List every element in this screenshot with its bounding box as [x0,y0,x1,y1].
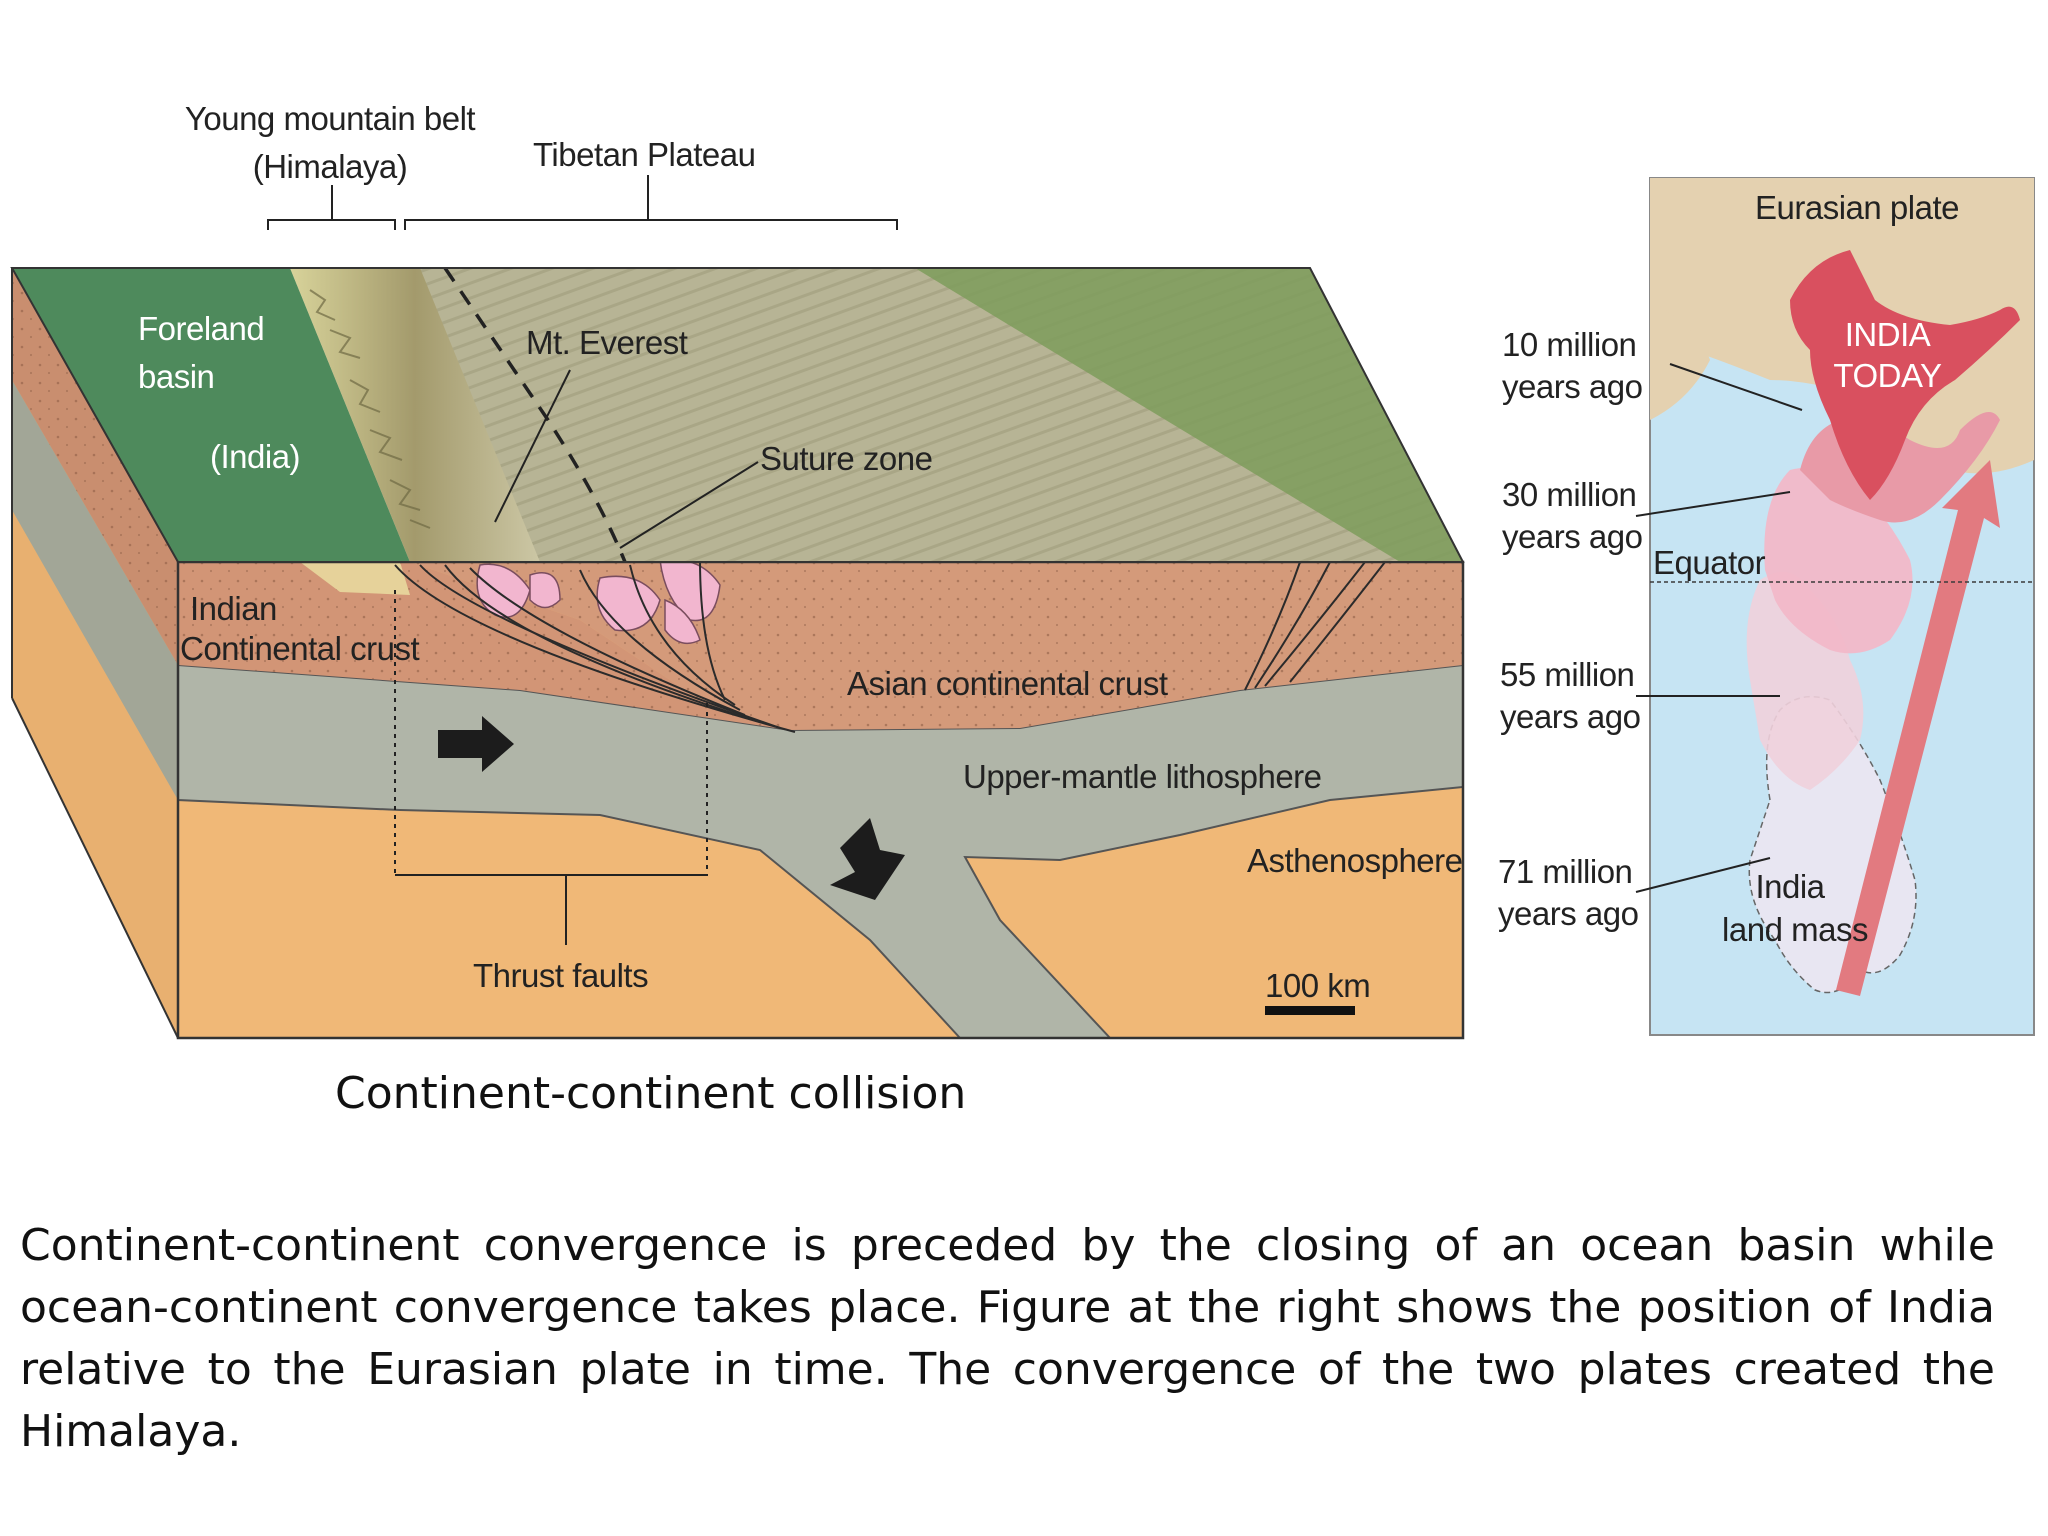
label-basin: basin [138,358,215,395]
label-55-million-1: 55 million [1500,656,1635,693]
label-india-today-1: INDIA [1844,316,1931,353]
label-71-million-1: 71 million [1498,853,1633,890]
top-himalaya-range [290,268,540,562]
leader-lines [267,175,898,945]
front-mantle-lithosphere [177,663,1464,1039]
block-diagram [10,175,1465,1040]
label-india-today-2: TODAY [1833,357,1942,394]
india-today [1790,250,2020,500]
label-71-million-2: years ago [1498,895,1639,932]
label-suture-zone: Suture zone [760,440,933,477]
label-india: (India) [210,438,301,475]
label-thrust-faults: Thrust faults [473,957,649,994]
label-30-million-1: 30 million [1502,476,1637,513]
label-india-land-mass-1: India [1755,868,1825,905]
label-equator: Equator [1653,544,1766,581]
top-foreland-basin [12,268,410,562]
label-indian: Indian [190,590,277,627]
label-scale-100km: 100 km [1265,967,1371,1004]
label-continental-crust: Continental crust [180,630,420,667]
label-eurasian-plate: Eurasian plate [1755,189,1959,226]
label-himalaya: (Himalaya) [252,148,408,185]
label-young-mountain-belt: Young mountain belt [184,100,476,137]
plate-motion-arrow [438,716,514,772]
label-upper-mantle-lithosphere: Upper-mantle lithosphere [963,758,1322,795]
granite-bodies [476,558,721,645]
label-10-million-2: years ago [1502,368,1643,405]
suture-zone-line [443,267,627,563]
thrust-fault-lines [394,559,1386,733]
figure-caption: Continent-continent collision [335,1068,967,1119]
side-face-mantle [12,380,178,800]
drift-arrow [1836,460,2000,996]
label-asthenosphere: Asthenosphere [1247,842,1463,879]
body-paragraph: Continent-continent convergence is prece… [20,1220,1995,1457]
label-asian-continental-crust: Asian continental crust [847,665,1168,702]
scale-bar [1265,1006,1355,1015]
top-eastern-green [915,268,1463,562]
india-drift-map [1635,177,2035,1036]
label-55-million-2: years ago [1500,698,1641,735]
label-30-million-2: years ago [1502,518,1643,555]
label-mt-everest: Mt. Everest [526,324,688,361]
label-tibetan-plateau: Tibetan Plateau [533,136,756,173]
label-10-million-1: 10 million [1502,326,1637,363]
subduction-arrow [830,818,905,900]
label-india-land-mass-2: land mass [1722,911,1868,948]
label-foreland: Foreland [138,310,265,347]
